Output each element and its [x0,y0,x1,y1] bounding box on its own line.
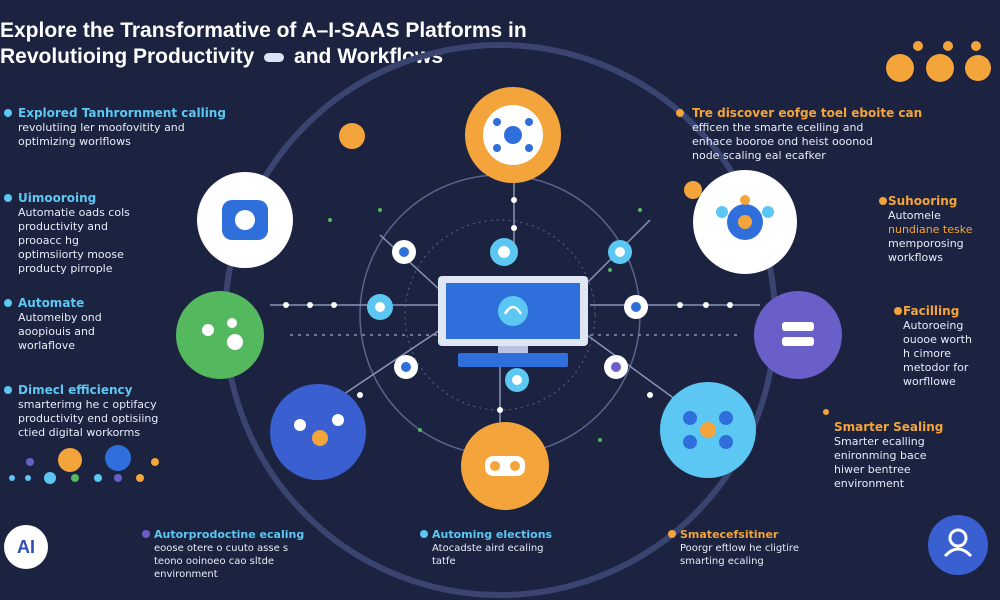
left-block-1-heading: Explored Tanhrornment calling [18,106,226,120]
left-block-3: Automate Automeiby ond aoopiouis and wor… [18,296,178,353]
node-bottom-orange [461,422,549,510]
inner-small-icons [367,238,648,392]
bottom-block-3: Smatecefsitiner Poorgr eftlow he cligtir… [680,527,900,568]
right-block-3-line-1: Autoroeing [903,319,964,332]
bottom-block-1: Autorprodoctine ecaling eoose otere o cu… [154,527,384,581]
left-block-4-heading: Dimecl efficiency [18,383,133,397]
right-block-2-line-4: workflows [888,251,944,264]
accent-dot-right [684,181,702,199]
node-right-network [693,170,797,274]
right-block-1-line-3: node scaling eal ecafker [692,149,826,162]
right-block-2-line-3: memporosing [888,237,964,250]
bottom-block-2-line-1: Atocadste aird ecaling [432,543,544,554]
node-top-workflow [465,87,561,183]
bullet-bottom-3 [668,530,676,538]
right-block-3: Facilling Autoroeing ouooe worth h cimor… [903,304,999,389]
ai-badge: AI [4,525,48,569]
bottom-block-1-line-3: environment [154,569,218,580]
connector-dots [283,197,733,442]
right-block-4: Smarter Sealing Smarter ecalling enironm… [834,420,999,491]
left-block-4: Dimecl efficiency smarterimg he c optifa… [18,383,248,440]
bottom-block-2: Automing elections Atocadste aird ecalin… [432,527,652,568]
title-line-2-part-a: Revolutioing Productivity [0,45,255,68]
left-block-4-line-3: ctied digital workorms [18,426,141,439]
right-block-1-line-1: efficen the smarte ecelling and [692,121,864,134]
right-block-2-line-1: Automele [888,209,941,222]
right-block-3-line-3: h cimore [903,347,952,360]
title-line-1: Explore the Transformative of A–I-SAAS P… [0,19,527,42]
left-block-2-line-5: producty pirrople [18,262,113,275]
left-block-3-heading: Automate [18,296,85,310]
right-block-2-heading: Suhooring [888,194,958,208]
right-block-1-heading: Tre discover eofge toel eboite can [692,106,923,120]
right-block-3-heading: Facilling [903,304,960,318]
bottom-block-3-line-2: smarting ecaling [680,556,764,567]
left-block-2-line-3: prooacc hg [18,234,80,247]
bottom-block-2-heading: Automing elections [432,528,553,541]
bullet-right-2 [879,197,887,205]
right-block-4-heading: Smarter Sealing [834,420,944,434]
left-block-1-line-1: revolutiing ler moofovitity and [18,121,185,134]
left-block-3-line-1: Automeiby ond [18,311,102,324]
left-block-2-line-4: optimsiiorty moose [18,248,124,261]
left-block-1: Explored Tanhrornment calling revolutiin… [18,106,318,149]
bottom-left-dots [9,445,159,484]
accent-dot-left [339,123,365,149]
left-block-2-line-2: productivity and [18,220,108,233]
bottom-block-1-heading: Autorprodoctine ecaling [154,528,305,541]
bottom-block-3-line-1: Poorgr eftlow he cligtire [680,543,799,554]
node-left-green [176,291,264,379]
left-block-3-line-3: worlaflove [18,339,75,352]
user-icon [928,515,988,575]
bullet-left-3 [4,299,12,307]
bullet-bottom-1 [142,530,150,538]
right-block-2-line-2: nundiane teske [888,223,973,236]
node-right-purple [754,291,842,379]
right-block-1-line-2: enhace booroe ond heist ooonod [692,135,873,148]
right-block-3-line-2: ouooe worth [903,333,972,346]
left-block-4-line-1: smarterimg he c optifacy [18,398,157,411]
bullet-right-4 [823,409,829,415]
core-orbit-ring [404,219,596,411]
node-left-chip [197,172,293,268]
bottom-block-3-heading: Smatecefsitiner [680,528,779,541]
node-bottom-right-cyan [660,382,756,478]
node-bottom-left-blue [270,384,366,480]
title-dot-icon [264,52,285,62]
bottom-block-1-line-2: teono ooinoeo cao sltde [154,556,275,567]
right-block-3-line-4: metodor for [903,361,969,374]
right-block-1: Tre discover eofge toel eboite can effic… [692,106,992,163]
right-block-3-line-5: worfllowe [903,375,956,388]
bullet-right-3 [894,307,902,315]
bullet-right-1 [676,109,684,117]
bullet-left-4 [4,386,12,394]
bullet-left-1 [4,109,12,117]
right-block-4-line-2: enironming bace [834,449,927,462]
left-block-2: Uimooroing Automatie oads cols productiv… [18,191,218,276]
right-block-4-line-4: environment [834,477,905,490]
left-block-2-line-1: Automatie oads cols [18,206,130,219]
left-block-2-heading: Uimooroing [18,191,97,205]
left-block-4-line-2: productivity end optisiing [18,412,159,425]
left-block-1-line-2: optimizing worlflows [18,135,131,148]
top-right-dots [886,41,991,82]
left-block-3-line-2: aoopiouis and [18,325,95,338]
bottom-block-2-line-2: tatfe [432,556,456,567]
right-block-2: Suhooring Automele nundiane teske mempor… [888,194,998,265]
right-block-4-line-1: Smarter ecalling [834,435,925,448]
monitor-icon [438,276,588,367]
bottom-block-1-line-1: eoose otere o cuuto asse s [154,543,289,554]
bullet-left-2 [4,194,12,202]
right-block-4-line-3: hiwer bentree [834,463,911,476]
bullet-bottom-2 [420,530,428,538]
